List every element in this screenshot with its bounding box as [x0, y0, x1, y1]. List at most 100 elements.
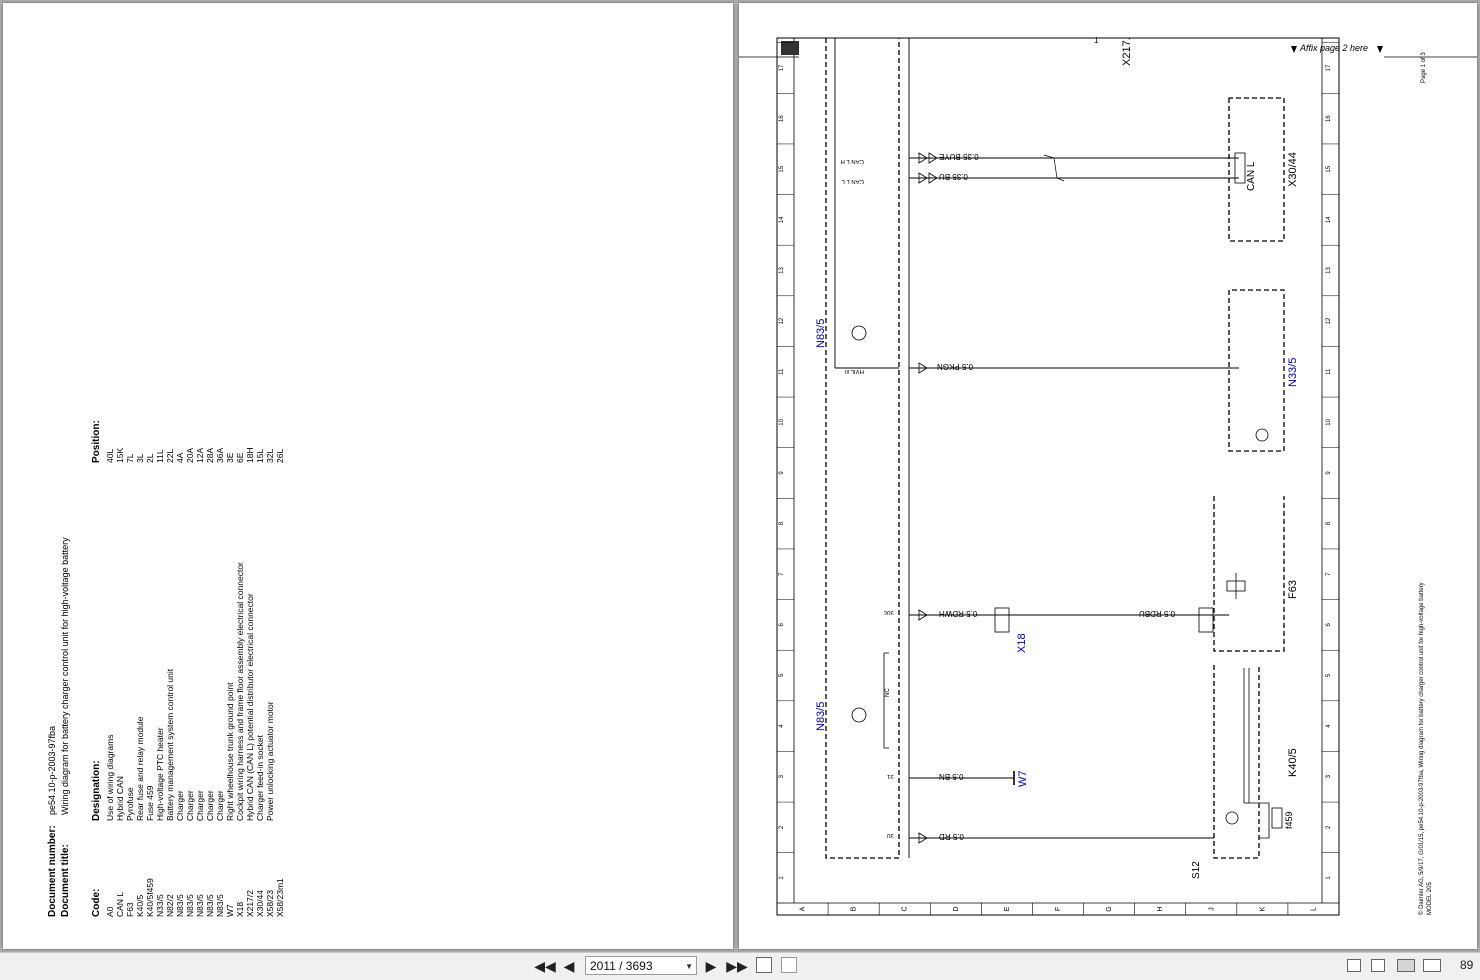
row-letter: L [1310, 907, 1317, 911]
column-number: 6 [1326, 623, 1332, 627]
row-letter: F [1055, 907, 1062, 911]
two-page-continuous-icon[interactable] [1423, 959, 1441, 972]
legend-designation [275, 562, 285, 821]
column-number: 15 [1326, 165, 1332, 172]
diagram-frame [776, 37, 1340, 916]
column-number: 3 [779, 774, 785, 778]
doc-title: Wiring diagram for battery charger contr… [60, 537, 70, 815]
rd-wire: 0.5 RD [939, 832, 964, 841]
column-number: 11 [779, 368, 785, 375]
column-number: 13 [779, 267, 785, 274]
hvil-pin: HVIL in [844, 368, 864, 374]
row-letter: D [953, 906, 960, 911]
legend-position: 20A [185, 447, 195, 463]
column-number: 8 [1326, 521, 1332, 525]
row-letter: G [1106, 906, 1113, 911]
legend-designation: Charger [175, 790, 185, 821]
legend-designation: Right wheelhouse trunk ground point [225, 682, 235, 821]
column-number: 10 [1326, 418, 1332, 425]
legend-designation: Charger [215, 790, 225, 821]
term-30c: 30c [884, 609, 894, 615]
canl-wire: 0.35 BU [939, 172, 968, 181]
column-number: 14 [779, 216, 785, 223]
rotate-page-icon[interactable] [756, 957, 772, 973]
canh-wire: 0.35 BUYE [939, 152, 979, 161]
legend-code: X18 [235, 901, 245, 917]
legend-designation: Power unlocking actuator motor [265, 701, 275, 821]
affix-note: Affix page 2 here [1300, 43, 1369, 53]
row-letter: A [800, 906, 807, 911]
column-number: 1 [779, 876, 785, 880]
legend-designation: Hybrid CAN (CAN L) potential distributor… [245, 593, 255, 821]
first-page-icon[interactable]: ◀◀ [534, 957, 556, 974]
legend-position: 40L [105, 448, 115, 463]
n33-5-label: N33/5 [1287, 357, 1299, 387]
column-number: 7 [1326, 572, 1332, 576]
legend-position: 4A [175, 452, 185, 463]
column-number: 5 [1326, 673, 1332, 677]
single-page-icon[interactable] [1347, 959, 1361, 972]
legend-position: 28A [205, 447, 215, 463]
column-number: 13 [1326, 267, 1332, 274]
row-letter: K [1259, 906, 1266, 911]
column-number: 4 [1326, 724, 1332, 728]
legend-position: 15K [115, 447, 125, 463]
x18-wire-right: 0.5 RDBU [1139, 609, 1176, 618]
k40-5-label: K40/5 [1287, 748, 1299, 777]
x217-pin: 1 [1094, 36, 1099, 45]
column-number: 9 [1326, 471, 1332, 475]
w7-wire: 0.5 BN [939, 772, 964, 781]
column-number: 4 [779, 724, 785, 728]
column-number: 16 [1326, 115, 1332, 122]
column-number: 2 [1326, 825, 1332, 829]
designation-header: Designation: [91, 760, 102, 821]
legend-designation: Hybrid CAN [115, 776, 125, 821]
two-page-icon[interactable] [1397, 959, 1415, 972]
affix-marker-icon [781, 41, 799, 55]
legend-designation: Charger feed-in socket [255, 735, 265, 821]
last-page-icon[interactable]: ▶▶ [726, 957, 748, 974]
column-number: 5 [779, 673, 785, 677]
legend-position: 36A [215, 447, 225, 463]
legend-code: X58/23m1 [275, 878, 285, 917]
f459-label: f459 [1284, 811, 1294, 829]
n83-bottom-label: N83/5 [815, 701, 827, 731]
hvil-wire: 0.5 PKGN [937, 362, 974, 371]
legend-designation: Pyrofuse [125, 787, 135, 821]
continuous-icon[interactable] [1371, 959, 1385, 972]
legend-designation: Cockpit wiring harness and frame floor a… [235, 562, 245, 821]
column-number: 2 [779, 825, 785, 829]
column-number: 3 [1326, 774, 1332, 778]
prev-page-icon[interactable]: ◀ [563, 957, 575, 974]
doc-title-label: Document title: [60, 844, 71, 917]
legend-code: N83/5 [175, 894, 185, 917]
can-l-label: CAN L [1246, 161, 1257, 191]
row-letter: J [1208, 907, 1215, 911]
legend-position: 3L [135, 453, 145, 463]
copy-page-icon[interactable] [781, 957, 797, 973]
page-of: Page 1 of 3 [1421, 52, 1427, 83]
legend-code: F63 [125, 902, 135, 917]
row-letter: H [1157, 906, 1164, 911]
legend-position: 18H [245, 447, 255, 463]
page-number-field[interactable]: 2011 / 3693▼ [585, 956, 697, 975]
row-letter: E [1004, 906, 1011, 911]
n83-top-label: N83/5 [815, 318, 827, 348]
legend-code: N83/5 [185, 894, 195, 917]
legend-code: N33/5 [155, 894, 165, 917]
x18-wire-left: 0.5 RDWH [939, 609, 978, 618]
zoom-level[interactable]: 89 [1460, 958, 1474, 972]
next-page-icon[interactable]: ▶ [705, 957, 717, 974]
column-number: 17 [1326, 64, 1332, 71]
legend-designation: Charger [195, 790, 205, 821]
legend-code: K40/5 [135, 894, 145, 917]
doc-number-label: Document number: [47, 825, 58, 917]
legend-position: 7L [125, 453, 135, 463]
legend-code: X58/23 [265, 890, 275, 917]
f63-label: F63 [1287, 580, 1299, 599]
legend-position: 32L [265, 448, 275, 463]
legend-position: 12A [195, 447, 205, 463]
